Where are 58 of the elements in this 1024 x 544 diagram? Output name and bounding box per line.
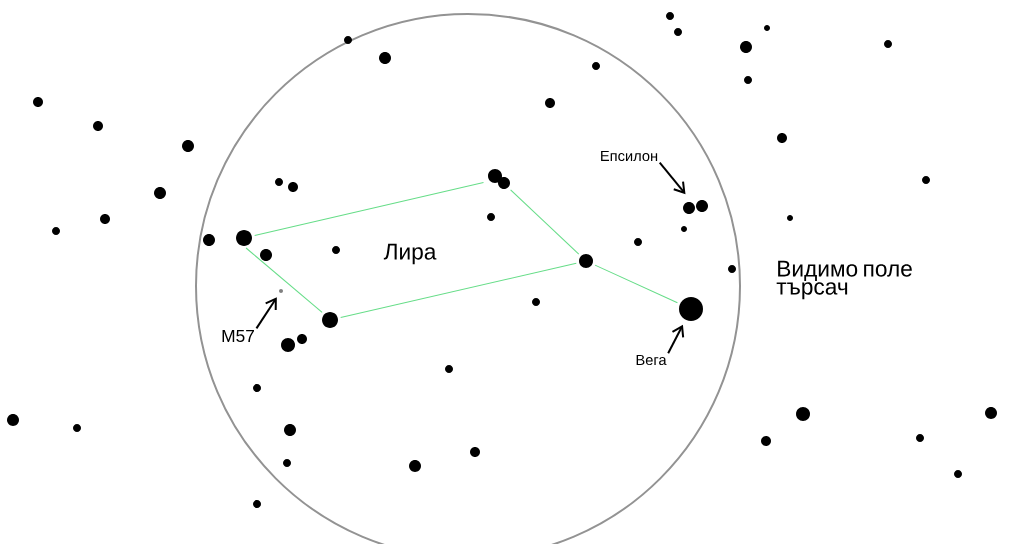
constellation-line <box>594 264 678 304</box>
leader-arrow <box>667 324 685 355</box>
star <box>592 62 600 70</box>
star <box>52 227 60 235</box>
star <box>761 436 771 446</box>
star <box>100 214 110 224</box>
star <box>332 246 340 254</box>
star <box>916 434 924 442</box>
star <box>666 12 674 20</box>
star <box>532 298 540 306</box>
field-caption: Видимо поле търсач <box>776 260 912 300</box>
star <box>275 178 283 186</box>
star <box>674 28 682 36</box>
star <box>253 384 261 392</box>
constellation-line <box>245 247 323 313</box>
constellation-line <box>254 182 484 237</box>
star <box>260 249 272 261</box>
star <box>744 76 752 84</box>
constellation-line <box>340 262 577 319</box>
star <box>954 470 962 478</box>
leader-arrow <box>255 297 277 330</box>
star <box>764 25 770 31</box>
star <box>283 459 291 467</box>
star <box>284 424 296 436</box>
star <box>728 265 736 273</box>
double-star <box>488 169 510 189</box>
constellation-line <box>510 189 580 255</box>
star <box>470 447 480 457</box>
star <box>681 226 687 232</box>
star <box>7 414 19 426</box>
star-label: Епсилон <box>601 150 658 162</box>
star <box>203 234 215 246</box>
star <box>634 238 642 246</box>
leader-arrow <box>658 161 686 195</box>
star <box>93 121 103 131</box>
star <box>445 365 453 373</box>
star <box>154 187 166 199</box>
star <box>545 98 555 108</box>
star <box>73 424 81 432</box>
star <box>409 460 421 472</box>
star <box>487 213 495 221</box>
star <box>922 176 930 184</box>
star <box>297 334 307 344</box>
double-star <box>683 200 708 214</box>
star <box>985 407 997 419</box>
star <box>182 140 194 152</box>
star <box>344 36 352 44</box>
star-label: Вега <box>636 354 667 366</box>
star <box>288 182 298 192</box>
star <box>777 133 787 143</box>
star <box>379 52 391 64</box>
star <box>787 215 793 221</box>
star <box>884 40 892 48</box>
star <box>253 500 261 508</box>
star-label: M57 <box>222 329 254 343</box>
constellation-name: Лира <box>383 243 437 265</box>
star <box>740 41 752 53</box>
star <box>33 97 43 107</box>
